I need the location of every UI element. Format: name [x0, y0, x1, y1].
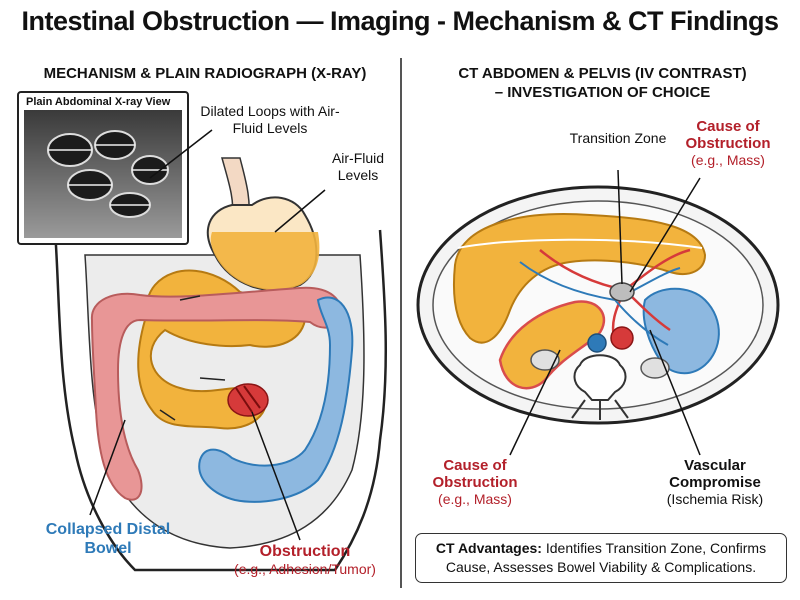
stomach-fluid [210, 232, 320, 291]
cause-top-group: Cause of Obstruction (e.g., Mass) [668, 118, 788, 169]
ct-dilated-bowel [452, 213, 707, 344]
leader-obstruction [251, 411, 301, 541]
ct-fluid-level [457, 238, 703, 249]
leader-cause-bottom [509, 349, 561, 456]
torso-outline [53, 229, 388, 572]
leader-vascular [649, 329, 701, 456]
ct-vertebra [573, 354, 627, 401]
cause-top-example: (e.g., Mass) [691, 152, 765, 168]
ct-advantages-label: CT Advantages: [435, 540, 542, 556]
ct-advantages-box: CT Advantages: Identifies Transition Zon… [415, 533, 787, 583]
leader-collapsed [89, 419, 126, 516]
obstruction-site [227, 383, 269, 417]
right-panel-title-line2: – INVESTIGATION OF CHOICE [494, 84, 711, 101]
flow-arrow [179, 295, 201, 301]
ct-cross-section [416, 185, 780, 425]
ct-advantages-text: Identifies Transition Zone, Confirms Cau… [445, 540, 767, 575]
air-fluid-label: Air-Fluid Levels [331, 150, 385, 183]
ct-aorta [610, 326, 634, 350]
ct-ivc [587, 333, 607, 353]
obstruction-label: Obstruction [259, 543, 351, 560]
flow-arrow [199, 377, 226, 381]
obstruction-example: (e.g., Adhesion/Tumor) [234, 561, 376, 577]
cause-bottom-group: Cause of Obstruction (e.g., Mass) [410, 457, 540, 508]
ct-vessels-red [539, 248, 691, 341]
leader-cause-top [629, 177, 701, 293]
cause-top-label: Cause of Obstruction [685, 118, 771, 152]
obstruction-constriction [235, 385, 261, 413]
vascular-label: Vascular Compromise [669, 457, 761, 491]
collapsed-distal-bowel [198, 296, 354, 503]
xray-view-label: Plain Abdominal X-ray View [26, 96, 171, 108]
right-panel-title-line1: CT ABDOMEN & PELVIS (IV CONTRAST) [458, 65, 747, 82]
collapsed-bowel-label: Collapsed Distal Bowel [45, 521, 171, 557]
ct-collapsed-bowel [642, 287, 720, 375]
colon [90, 286, 342, 501]
left-panel-title: MECHANISM & PLAIN RADIOGRAPH (X-RAY) [43, 65, 367, 82]
vascular-group: Vascular Compromise (Ischemia Risk) [650, 457, 780, 508]
ct-right-kidney [640, 357, 670, 379]
vascular-example: (Ischemia Risk) [666, 491, 764, 507]
obstruction-label-group: Obstruction (e.g., Adhesion/Tumor) [215, 542, 395, 578]
flow-arrow [159, 409, 176, 421]
ct-left-kidney [530, 349, 560, 371]
cause-bottom-example: (e.g., Mass) [438, 491, 512, 507]
cause-bottom-label: Cause of Obstruction [432, 457, 518, 491]
ct-vertebra-arch [571, 399, 629, 420]
panel-divider [400, 58, 402, 588]
leader-transition-zone [617, 169, 623, 285]
transition-zone-label: Transition Zone [569, 130, 667, 146]
xray-inset [17, 91, 189, 245]
leader-dilated-loops [149, 129, 213, 179]
dilated-loops-label: Dilated Loops with Air-Fluid Levels [200, 103, 340, 136]
page-title: Intestinal Obstruction — Imaging - Mecha… [21, 6, 779, 36]
right-panel-title: CT ABDOMEN & PELVIS (IV CONTRAST) – INVE… [410, 64, 795, 102]
leader-air-fluid [274, 189, 326, 233]
abdomen-illustration [53, 157, 388, 572]
